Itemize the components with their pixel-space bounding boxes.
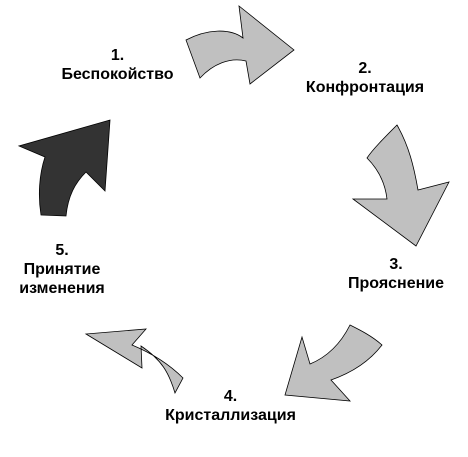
step-2-label: 2. Конфронтация: [290, 59, 440, 97]
step-4-text: Кристаллизация: [165, 407, 296, 424]
arrow-4-to-5: [84, 328, 184, 395]
step-5-text-line-2: изменения: [19, 280, 105, 297]
step-5-text-line-1: Принятие: [23, 261, 101, 278]
step-1-text: Беспокойство: [61, 66, 174, 83]
arrow-3-to-4: [284, 324, 383, 402]
step-3-number: 3.: [389, 256, 403, 273]
step-1-number: 1.: [110, 47, 125, 64]
step-2-text: Конфронтация: [305, 79, 425, 96]
arrow-2-to-3: [351, 124, 450, 247]
step-1-label: 1. Беспокойство: [45, 46, 190, 84]
step-5-number: 5.: [55, 242, 69, 259]
step-4-label: 4. Кристаллизация: [148, 387, 313, 425]
step-5-label: 5. Принятие изменения: [2, 241, 122, 298]
step-4-number: 4.: [223, 388, 238, 405]
arrow-5-to-1: [17, 119, 111, 217]
step-2-number: 2.: [358, 60, 372, 77]
arrow-1-to-2: [185, 5, 295, 85]
step-3-text: Прояснение: [347, 275, 445, 292]
step-3-label: 3. Прояснение: [326, 255, 466, 293]
